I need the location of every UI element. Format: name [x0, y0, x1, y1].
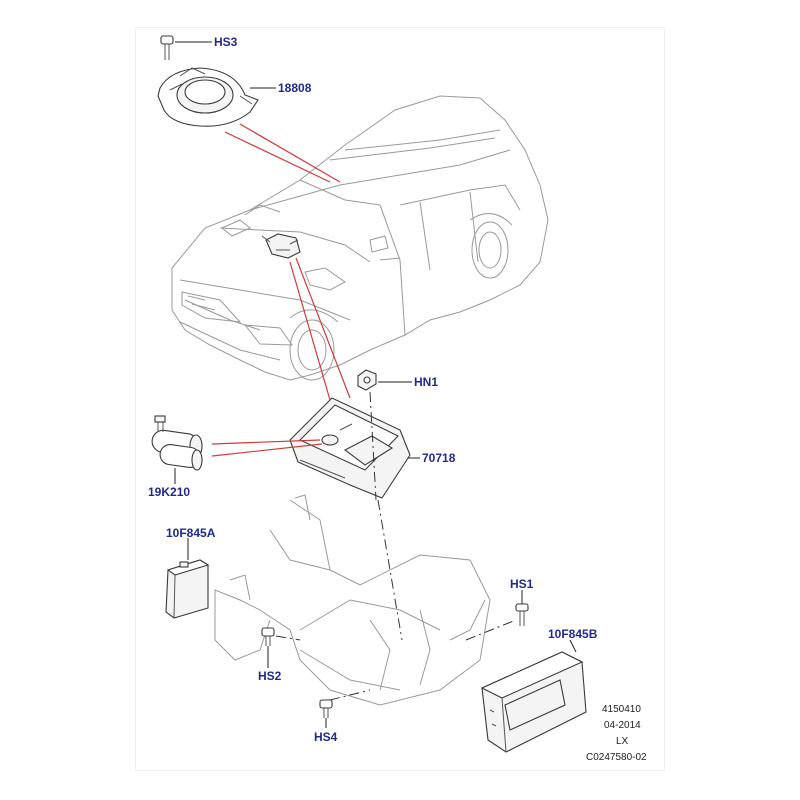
- screw-hs1-drawing: [515, 603, 529, 626]
- callout-hs2: HS2: [258, 669, 282, 683]
- assembly-lines: [275, 391, 517, 701]
- vehicle-outline: [171, 95, 549, 381]
- callout-10f845b: 10F845B: [548, 627, 598, 641]
- callout-10f845a: 10F845A: [166, 526, 216, 540]
- part-10f845a-drawing: [165, 559, 210, 619]
- callout-hs3: HS3: [214, 35, 238, 49]
- highlight-lines: [211, 123, 351, 457]
- part-19k210-drawing: [151, 415, 203, 471]
- illustration-code: 4150410: [602, 704, 641, 715]
- part-18808-drawing: [157, 67, 259, 127]
- screw-hs3-drawing: [160, 35, 174, 60]
- leader-lines: [174, 41, 577, 728]
- reference-number: C0247580-02: [586, 752, 647, 763]
- callout-hs4: HS4: [314, 730, 338, 744]
- part-70718-drawing: [289, 397, 411, 499]
- callout-70718: 70718: [422, 451, 456, 465]
- callout-18808: 18808: [278, 81, 312, 95]
- part-10f845b-drawing: [480, 651, 587, 753]
- nut-hn1-drawing: [357, 369, 377, 391]
- callout-19k210: 19K210: [148, 485, 191, 499]
- screw-hs4-drawing: [319, 699, 333, 718]
- callout-hn1: HN1: [414, 375, 439, 389]
- windscreen-bracket-part: [261, 233, 301, 259]
- screw-hs2-drawing: [261, 627, 275, 646]
- model-code: LX: [616, 736, 629, 747]
- mounting-bracket-drawing: [214, 494, 491, 706]
- callout-hs1: HS1: [510, 577, 534, 591]
- illustration-date: 04-2014: [604, 720, 641, 731]
